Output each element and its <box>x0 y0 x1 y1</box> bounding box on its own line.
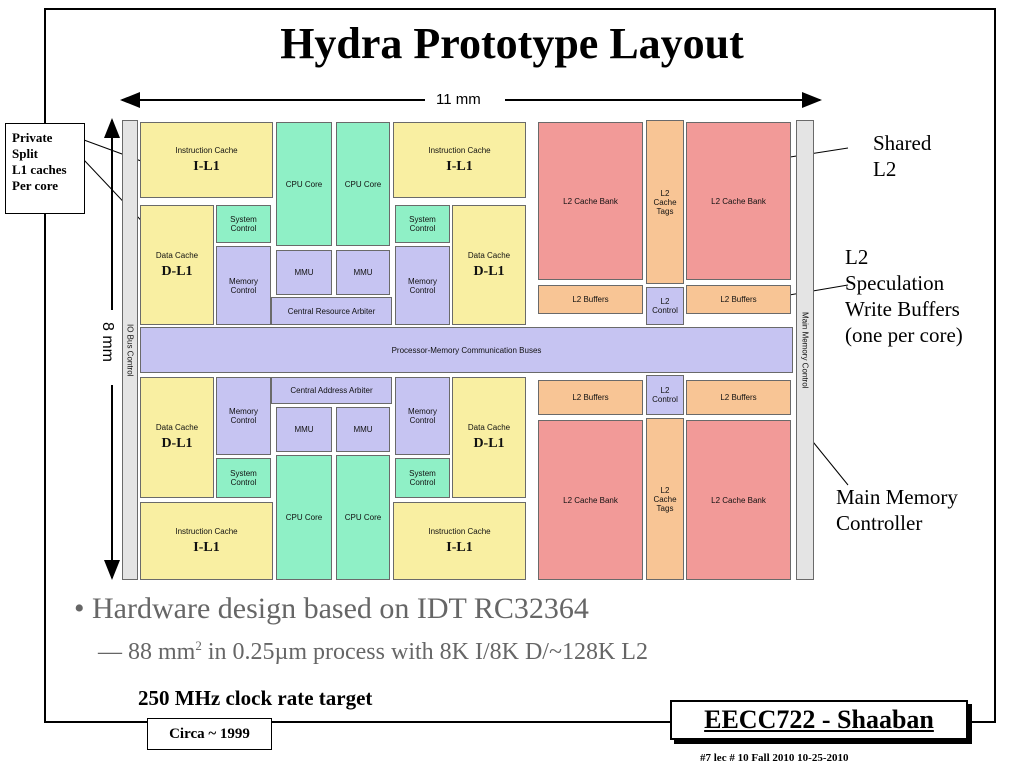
main-memory-control-block: Main Memory Control <box>796 120 814 580</box>
memory-control-block: Memory Control <box>216 377 271 455</box>
processor-memory-bus-block: Processor-Memory Communication Buses <box>140 327 793 373</box>
memory-control-block: Memory Control <box>395 377 450 455</box>
cpu-core-block: CPU Core <box>276 122 332 246</box>
l2-cache-tags-block: L2 Cache Tags <box>646 418 684 580</box>
mmu-block: MMU <box>336 407 390 452</box>
l2-buffers-block: L2 Buffers <box>538 285 643 314</box>
main-memory-callout: Main Memory Controller <box>836 485 958 535</box>
slide-info: #7 lec # 10 Fall 2010 10-25-2010 <box>700 752 849 764</box>
central-address-arbiter-block: Central Address Arbiter <box>271 377 392 404</box>
io-bus-control-block: IO Bus Control <box>122 120 138 580</box>
l2-cache-bank-block: L2 Cache Bank <box>538 420 643 580</box>
circa-label: Circa ~ 1999 <box>147 718 272 750</box>
course-brand: EECC722 - Shaaban <box>670 700 968 740</box>
slide-title: Hydra Prototype Layout <box>280 19 744 68</box>
cpu-core-block: CPU Core <box>276 455 332 580</box>
l2-buffers-block: L2 Buffers <box>538 380 643 415</box>
l2-control-block: L2 Control <box>646 375 684 415</box>
cpu-core-block: CPU Core <box>336 455 390 580</box>
shared-l2-callout: Shared L2 <box>873 131 932 181</box>
central-resource-arbiter-block: Central Resource Arbiter <box>271 297 392 325</box>
clock-rate-text: 250 MHz clock rate target <box>138 686 373 710</box>
bullet-sub: — 88 mm2 in 0.25µm process with 8K I/8K … <box>98 638 648 665</box>
speculation-buffers-callout: L2 Speculation Write Buffers (one per co… <box>845 245 963 347</box>
l2-buffers-block: L2 Buffers <box>686 285 791 314</box>
l2-buffers-block: L2 Buffers <box>686 380 791 415</box>
private-l1-callout: Private Split L1 caches Per core <box>5 123 85 214</box>
mmu-block: MMU <box>276 407 332 452</box>
system-control-block: System Control <box>395 205 450 243</box>
memory-control-block: Memory Control <box>395 246 450 325</box>
width-label: 11 mm <box>430 91 487 108</box>
l2-cache-bank-block: L2 Cache Bank <box>538 122 643 280</box>
system-control-block: System Control <box>216 458 271 498</box>
mmu-block: MMU <box>336 250 390 295</box>
l2-cache-bank-block: L2 Cache Bank <box>686 420 791 580</box>
memory-control-block: Memory Control <box>216 246 271 325</box>
height-label: 8 mm <box>98 318 116 366</box>
mmu-block: MMU <box>276 250 332 295</box>
cpu-core-block: CPU Core <box>336 122 390 246</box>
slide-frame <box>44 8 996 723</box>
l2-cache-bank-block: L2 Cache Bank <box>686 122 791 280</box>
l2-control-block: L2 Control <box>646 287 684 325</box>
system-control-block: System Control <box>395 458 450 498</box>
bullet-main: • Hardware design based on IDT RC32364 <box>74 592 589 625</box>
system-control-block: System Control <box>216 205 271 243</box>
l2-cache-tags-block: L2 Cache Tags <box>646 120 684 284</box>
